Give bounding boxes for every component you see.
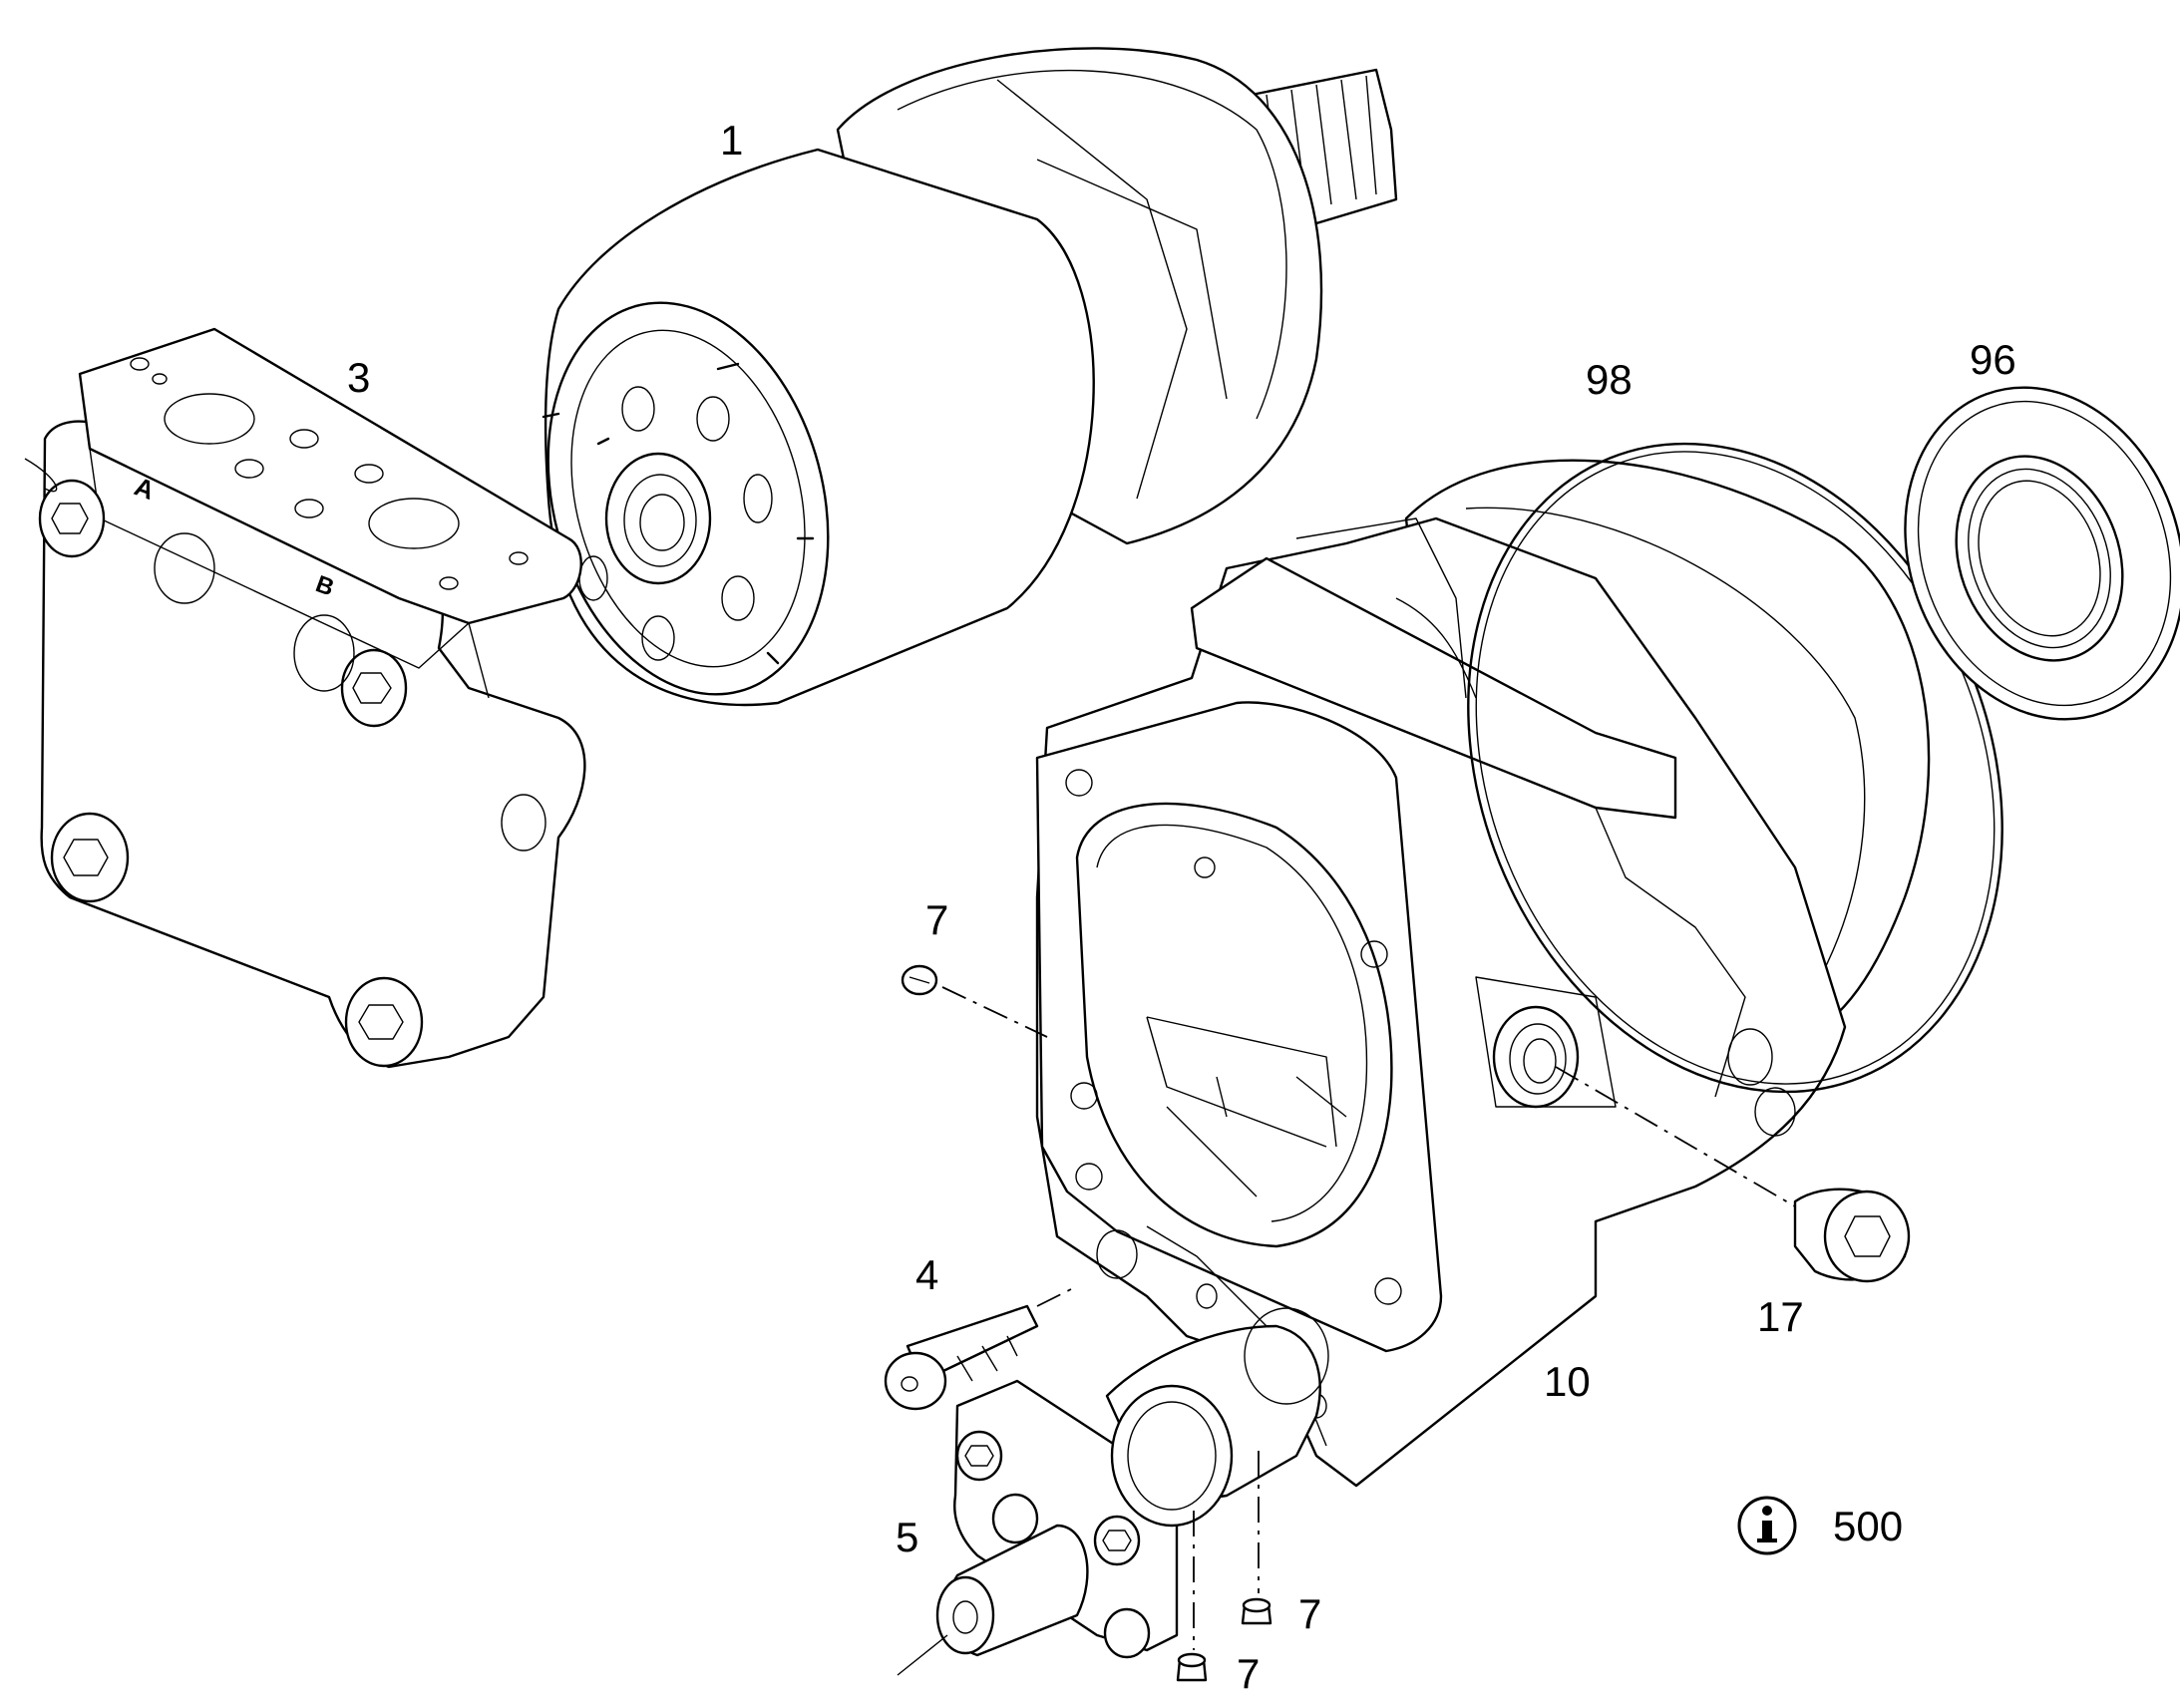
part-4-adjustment-screw (884, 1304, 1039, 1411)
part-1-rotary-group (542, 47, 1398, 707)
part-96-shaft-seal (1904, 386, 2180, 721)
callout-4: 4 (915, 1251, 938, 1298)
callout-10: 10 (1544, 1358, 1591, 1405)
callout-5: 5 (896, 1514, 918, 1560)
callout-17: 17 (1757, 1293, 1804, 1340)
part-7-plug-upper (901, 964, 938, 996)
callout-7-right: 7 (1298, 1590, 1321, 1637)
part-7-plug-lower-left (1176, 1652, 1208, 1682)
part-17-plug (1793, 1188, 1911, 1283)
assembly-centre-lines (941, 986, 1796, 1650)
callout-3: 3 (347, 354, 370, 401)
part-10-housing (1035, 459, 1931, 1488)
callout-1: 1 (720, 117, 743, 164)
callout-7-bottom: 7 (1237, 1650, 1260, 1697)
info-icon (1737, 1496, 1797, 1555)
callout-7-upper: 7 (925, 896, 948, 943)
part-3-port-plate: A B (24, 327, 586, 1069)
callout-96: 96 (1970, 336, 2016, 383)
callout-98: 98 (1586, 356, 1633, 403)
info-reference-number: 500 (1833, 1503, 1903, 1549)
part-5-control-piston (897, 1307, 1329, 1676)
part-7-plug-lower-right (1241, 1597, 1272, 1625)
